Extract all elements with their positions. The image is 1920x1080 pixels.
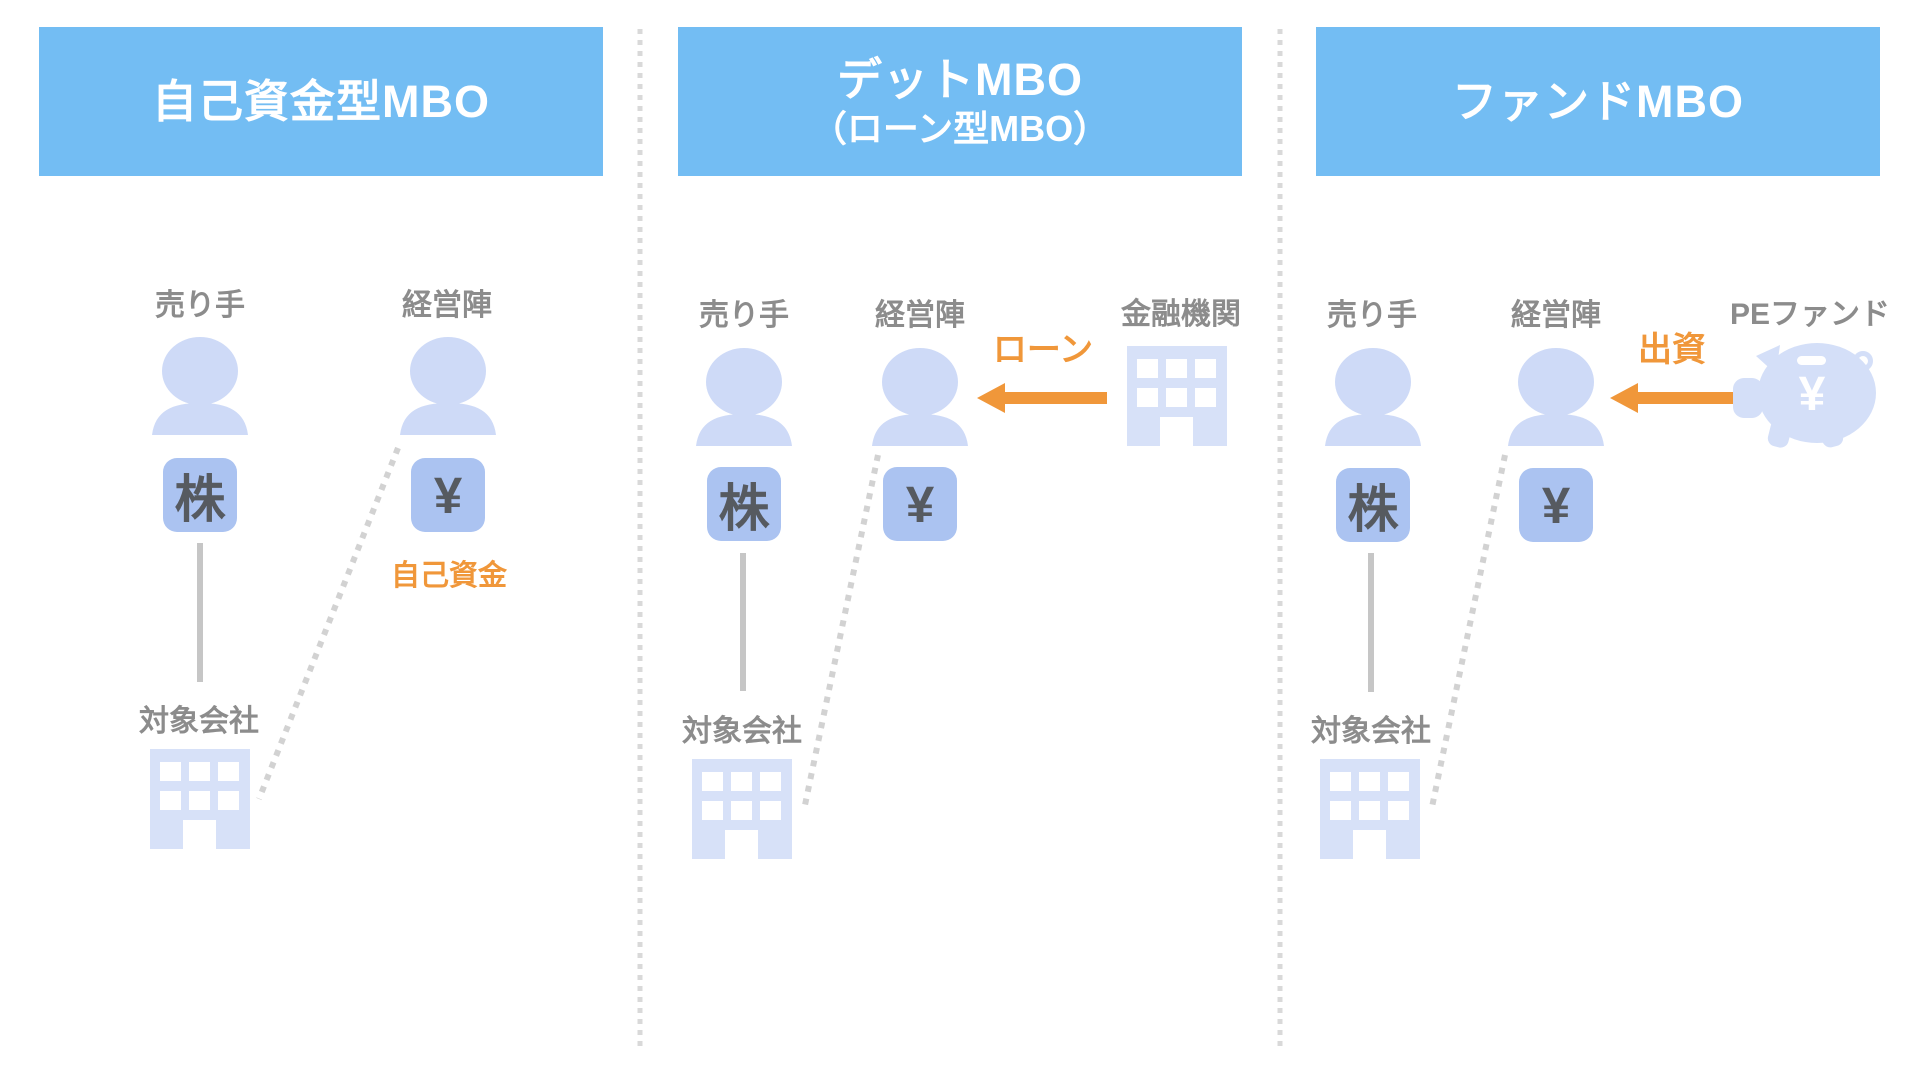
dotted-line-management-company	[256, 446, 401, 801]
stock-badge: 株	[1336, 468, 1410, 542]
stock-badge: 株	[163, 458, 237, 532]
management-person-icon	[872, 348, 968, 446]
seller-person-icon	[152, 337, 248, 435]
target-company-building-icon	[1320, 759, 1420, 859]
investment-arrow	[1610, 383, 1733, 413]
money-badge: ¥	[411, 458, 485, 532]
panel-header-debt-mbo: デットMBO （ローン型MBO）	[678, 27, 1242, 176]
panel-title: デットMBO	[837, 53, 1083, 105]
target-company-label: 対象会社	[682, 715, 802, 748]
piggy-bank-icon: ¥	[1733, 343, 1876, 448]
panel-title: ファンドMBO	[1452, 75, 1744, 127]
loan-flow-label: ローン	[992, 331, 1094, 369]
piggy-yen-symbol: ¥	[1799, 368, 1826, 421]
seller-label: 売り手	[699, 299, 789, 332]
panel-title: 自己資金型MBO	[152, 75, 490, 127]
target-company-building-icon	[150, 749, 250, 849]
management-person-icon	[400, 337, 496, 435]
target-company-label: 対象会社	[1311, 715, 1431, 748]
investment-flow-label: 出資	[1638, 331, 1706, 369]
loan-arrow	[977, 383, 1107, 413]
panel-header-self-funded-mbo: 自己資金型MBO	[39, 27, 603, 176]
money-badge: ¥	[883, 467, 957, 541]
target-company-label: 対象会社	[139, 705, 259, 738]
dotted-line-management-company	[802, 454, 881, 806]
target-company-building-icon	[692, 759, 792, 859]
pe-fund-label: PEファンド	[1729, 298, 1891, 331]
self-funds-note: 自己資金	[390, 560, 507, 592]
dotted-line-management-company	[1429, 454, 1508, 808]
seller-label: 売り手	[155, 289, 245, 322]
panel-subtitle: （ローン型MBO）	[810, 107, 1110, 149]
financial-institution-label: 金融機関	[1121, 298, 1241, 331]
stock-badge: 株	[707, 467, 781, 541]
seller-person-icon	[1325, 348, 1421, 446]
management-label: 経営陣	[402, 289, 492, 322]
seller-person-icon	[696, 348, 792, 446]
management-person-icon	[1508, 348, 1604, 446]
management-label: 経営陣	[875, 299, 965, 332]
money-badge: ¥	[1519, 468, 1593, 542]
seller-label: 売り手	[1327, 299, 1417, 332]
financial-institution-building-icon	[1127, 346, 1227, 446]
panel-header-fund-mbo: ファンドMBO	[1316, 27, 1880, 176]
management-label: 経営陣	[1511, 299, 1601, 332]
